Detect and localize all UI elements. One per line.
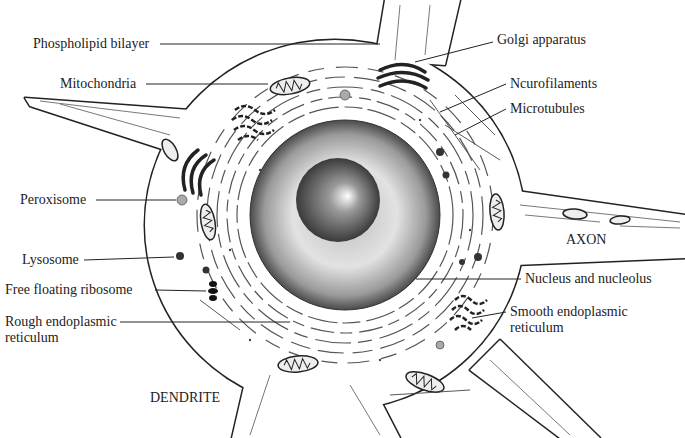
part-label: AXON — [566, 232, 606, 248]
part-label: Mitochondria — [60, 76, 136, 92]
part-label: Ncurofilaments — [510, 76, 597, 92]
leader-lines — [84, 42, 521, 322]
part-label: Nucleus and nucleolus — [525, 271, 652, 287]
part-label: Smooth endoplasmic reticulum — [510, 304, 660, 336]
part-label: Peroxisome — [20, 192, 86, 208]
part-label: Golgi apparatus — [497, 32, 586, 48]
part-label: DENDRITE — [150, 390, 220, 406]
part-label: Lysosome — [22, 252, 79, 268]
part-label: Phospholipid bilayer — [33, 36, 149, 52]
part-label: Rough endoplasmic reticulum — [5, 314, 155, 346]
part-label: Free floating ribosome — [5, 282, 133, 298]
part-label: Microtubules — [510, 101, 585, 117]
